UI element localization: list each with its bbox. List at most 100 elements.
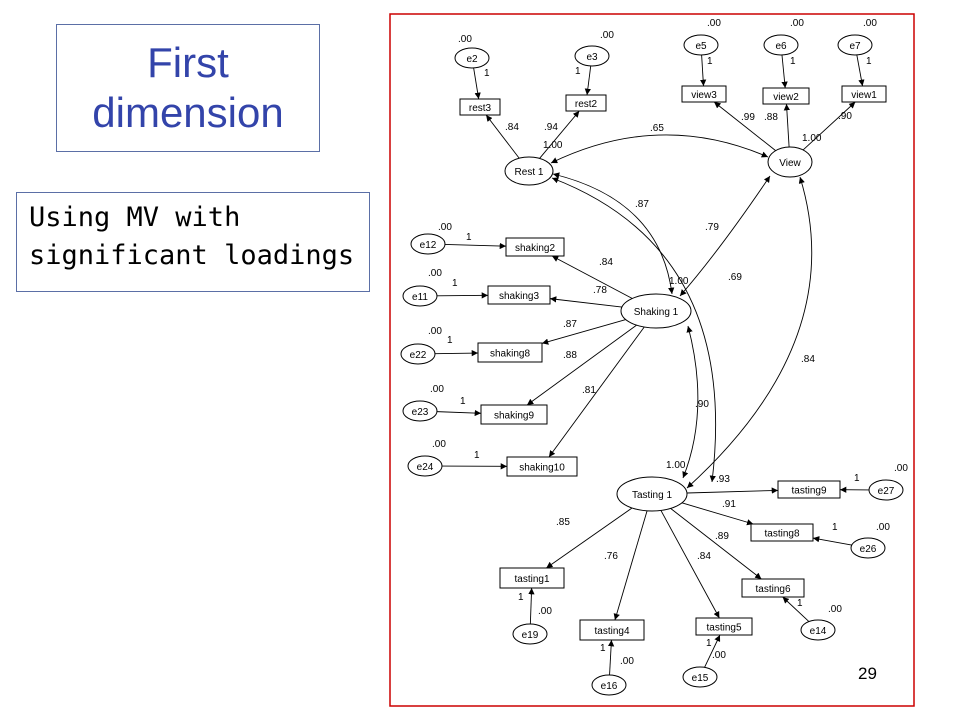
correlation-label-view-shaking: .79 xyxy=(705,222,719,233)
observed-label-shaking8: shaking8 xyxy=(490,349,530,360)
observed-label-rest2: rest2 xyxy=(575,99,598,110)
observed-node-tasting6 xyxy=(741,578,805,598)
loading-label-shaking2: .84 xyxy=(599,257,613,268)
observed-node-tasting1 xyxy=(499,567,565,589)
diagram-labels: .84.94.99.88.90.84.78.87.88.81.93.91.89.… xyxy=(428,18,908,667)
loading-label-tasting9: .93 xyxy=(716,474,730,485)
loading-arrow-tasting9 xyxy=(686,487,779,494)
slide-title-line-2: dimension xyxy=(92,89,284,136)
error-node-e23 xyxy=(402,400,438,422)
error-node-e24 xyxy=(407,455,443,477)
error-variance-e14: .00 xyxy=(828,604,842,615)
error-variance-e7: .00 xyxy=(863,18,877,29)
error-node-e7 xyxy=(837,34,873,56)
error-variance-e23: .00 xyxy=(430,384,444,395)
observed-label-shaking10: shaking10 xyxy=(519,463,565,474)
observed-node-shaking2 xyxy=(505,237,565,257)
diagram-frame xyxy=(389,13,915,707)
latent-node-tasting xyxy=(616,476,688,512)
error-variance-e6: .00 xyxy=(790,18,804,29)
loading-arrow-view3 xyxy=(713,101,776,151)
observed-node-tasting9 xyxy=(777,480,841,499)
error-weight-e24: 1 xyxy=(474,450,480,461)
error-variance-e11: .00 xyxy=(428,268,442,279)
error-weight-e22: 1 xyxy=(447,335,453,346)
loading-label-tasting1: .85 xyxy=(556,517,570,528)
error-node-e27 xyxy=(868,479,904,501)
observed-node-tasting8 xyxy=(750,523,814,542)
loading-label-shaking9: .88 xyxy=(563,350,577,361)
error-arrow-e2 xyxy=(473,67,481,100)
latent-label-shaking: Shaking 1 xyxy=(634,307,679,318)
loading-arrow-tasting4 xyxy=(613,510,648,621)
loading-arrow-tasting6 xyxy=(670,508,762,580)
error-variance-e15: .00 xyxy=(712,650,726,661)
error-weight-e16: 1 xyxy=(600,643,606,654)
observed-node-shaking8 xyxy=(477,342,543,363)
correlation-label-rest-shaking: .87 xyxy=(635,199,649,210)
observed-node-rest2 xyxy=(565,94,607,112)
error-variance-e5: .00 xyxy=(707,18,721,29)
loading-arrow-rest2 xyxy=(539,110,580,159)
error-label-e16: e16 xyxy=(601,681,618,692)
error-weight-e26: 1 xyxy=(832,522,838,533)
observed-node-view3 xyxy=(681,85,727,103)
error-node-e22 xyxy=(400,343,436,365)
latent-node-rest xyxy=(504,156,554,186)
correlation-curve-view-tasting xyxy=(686,176,813,489)
error-node-e26 xyxy=(850,537,886,559)
correlation-curve-rest-tasting xyxy=(551,177,717,483)
error-label-e5: e5 xyxy=(695,41,707,52)
latent-variance-shaking: 1.00 xyxy=(669,276,689,287)
loading-label-rest2: .94 xyxy=(544,122,558,133)
correlation-curve-rest-shaking xyxy=(552,172,675,295)
error-arrow-e22 xyxy=(434,349,479,357)
observed-label-tasting5: tasting5 xyxy=(706,623,741,634)
error-weight-e3: 1 xyxy=(575,66,581,77)
error-variance-e27: .00 xyxy=(894,463,908,474)
error-variance-e26: .00 xyxy=(876,522,890,533)
note-line-2: significant loadings xyxy=(29,240,355,271)
observed-label-rest3: rest3 xyxy=(469,103,492,114)
error-weight-e6: 1 xyxy=(790,56,796,67)
latent-label-rest: Rest 1 xyxy=(515,167,544,178)
correlation-curve-rest-view xyxy=(550,134,769,164)
error-arrow-e19 xyxy=(528,587,535,625)
error-label-e15: e15 xyxy=(692,673,709,684)
error-weight-e27: 1 xyxy=(854,473,860,484)
loading-label-tasting5: .84 xyxy=(697,551,711,562)
correlation-label-rest-tasting: .69 xyxy=(728,272,742,283)
loading-label-view2: .88 xyxy=(764,112,778,123)
latent-node-view xyxy=(767,146,813,178)
error-node-e5 xyxy=(683,34,719,56)
error-arrow-e26 xyxy=(812,536,852,546)
observed-node-view1 xyxy=(841,85,887,103)
error-weight-e15: 1 xyxy=(706,638,712,649)
error-label-e11: e11 xyxy=(412,292,428,303)
loading-label-shaking3: .78 xyxy=(593,285,607,296)
error-variance-e19: .00 xyxy=(538,606,552,617)
correlation-label-shaking-tasting: .90 xyxy=(695,399,709,410)
slide-title-box: First dimension xyxy=(56,24,320,152)
slide-title-line-1: First xyxy=(147,39,229,86)
error-label-e27: e27 xyxy=(878,486,895,497)
loading-label-shaking10: .81 xyxy=(582,385,596,396)
latent-variance-tasting: 1.00 xyxy=(666,460,686,471)
loading-label-shaking8: .87 xyxy=(563,319,577,330)
error-label-e23: e23 xyxy=(412,407,429,418)
error-node-e12 xyxy=(410,233,446,255)
observed-label-shaking3: shaking3 xyxy=(499,291,539,302)
observed-label-tasting8: tasting8 xyxy=(764,529,799,540)
error-arrow-e11 xyxy=(436,292,489,299)
error-node-e19 xyxy=(512,623,548,645)
loading-arrow-view1 xyxy=(802,101,856,151)
loading-arrow-shaking10 xyxy=(548,326,645,458)
loading-label-tasting6: .89 xyxy=(715,531,729,542)
error-label-e19: e19 xyxy=(522,630,539,641)
observed-node-shaking10 xyxy=(506,456,578,477)
observed-label-view1: view1 xyxy=(851,90,877,101)
loading-label-view1: .90 xyxy=(838,111,852,122)
error-variance-e24: .00 xyxy=(432,439,446,450)
